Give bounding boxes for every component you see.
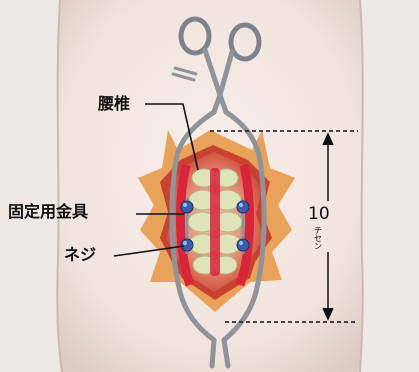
label-lumbar-spine: 腰椎: [98, 96, 130, 112]
label-fixator: 固定用金具: [8, 204, 88, 220]
spinous-process: [210, 168, 220, 276]
dimension-unit: チセン: [313, 227, 323, 251]
dimension-value: 10: [308, 206, 330, 223]
label-screw: ネジ: [64, 247, 96, 263]
